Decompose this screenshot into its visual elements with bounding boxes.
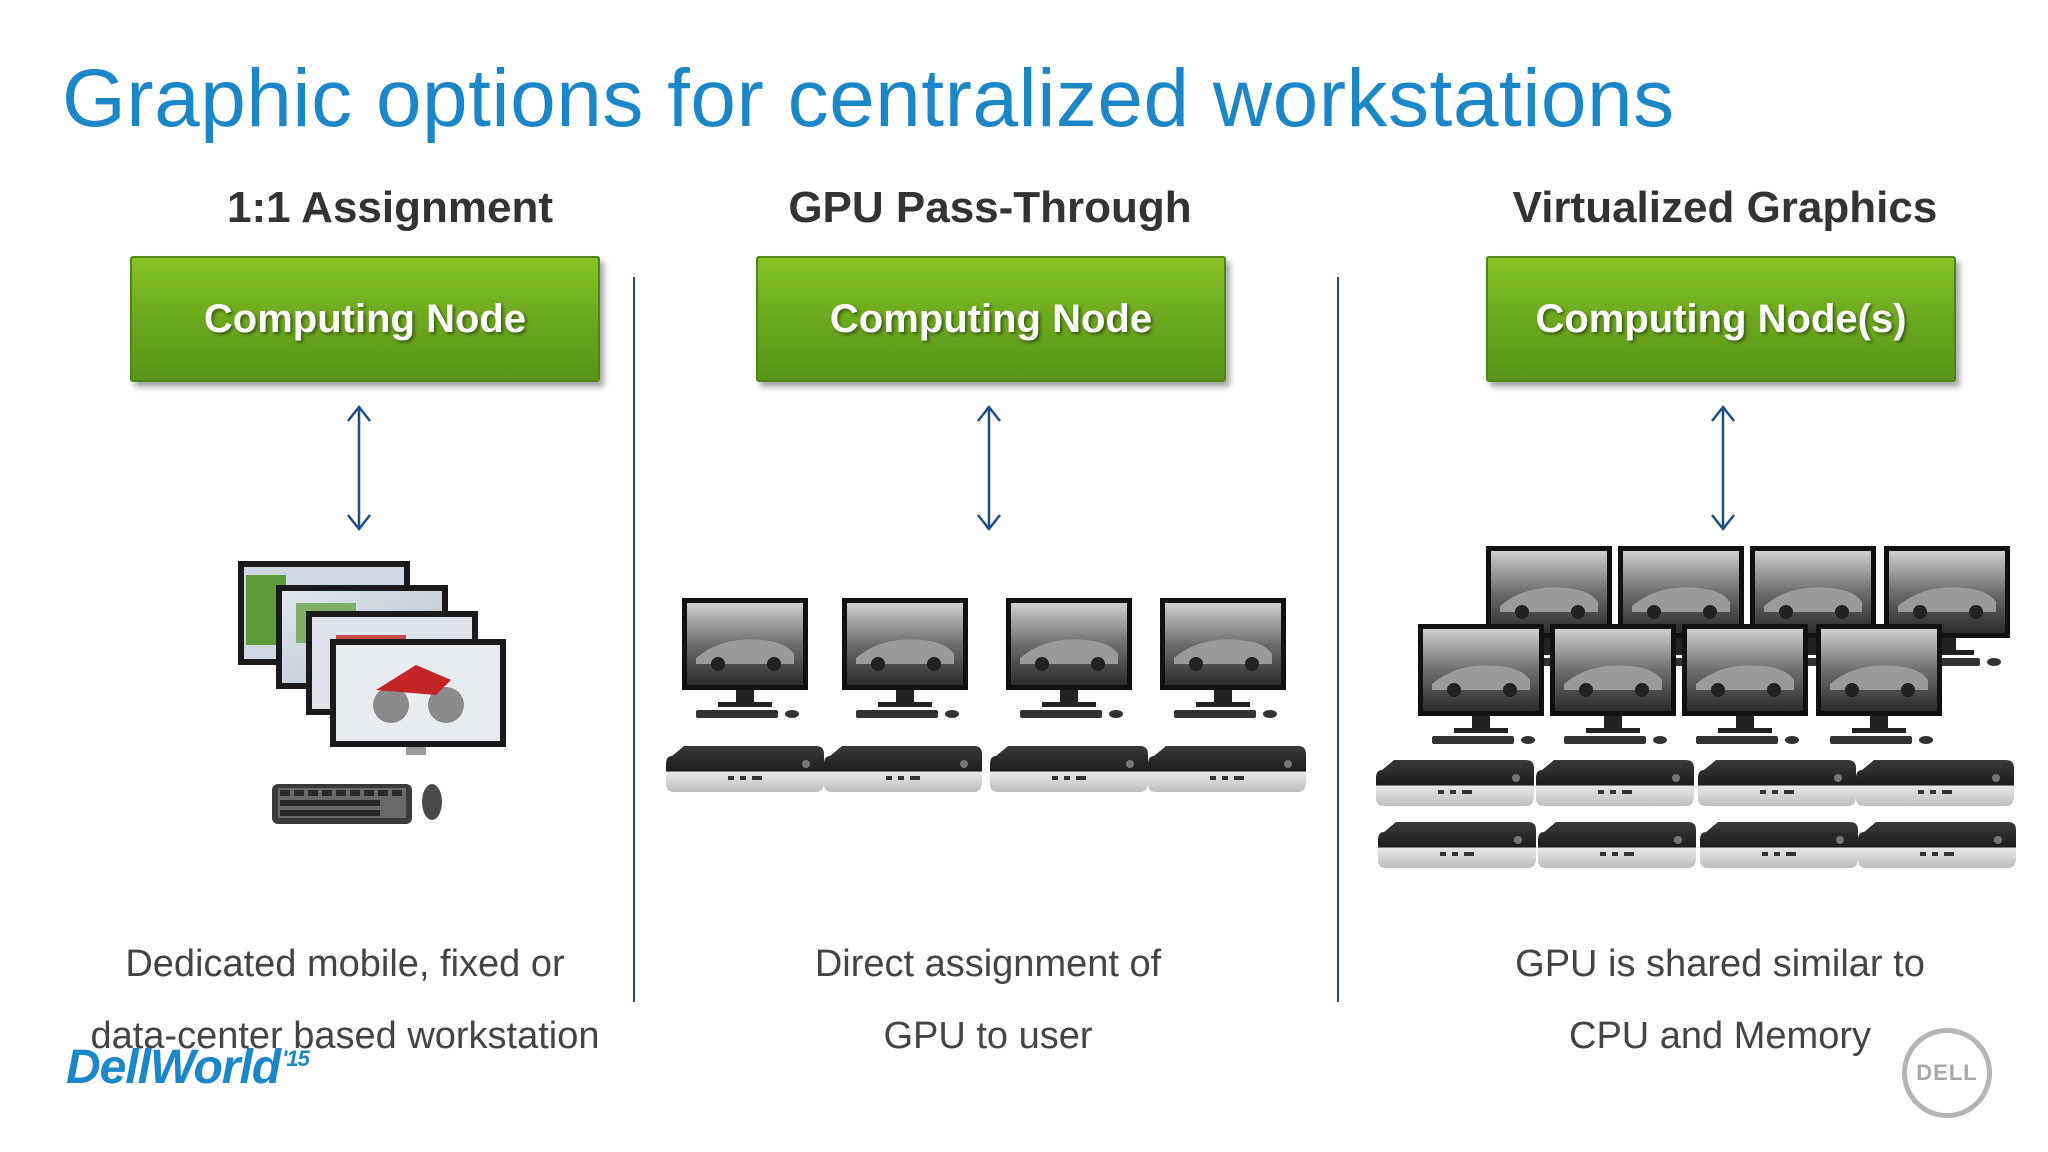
virtualized-workstations-icon (1376, 546, 2016, 868)
description-line: CPU and Memory (1569, 1015, 1871, 1057)
column-divider-2 (1337, 277, 1339, 1002)
computing-node-box-1: Computing Node (130, 256, 600, 382)
pass-through-workstations-icon (666, 598, 1306, 792)
heading-pass-through: GPU Pass-Through (788, 183, 1192, 232)
slide-title: Graphic options for centralized workstat… (62, 53, 1675, 144)
double-arrow-icon-3 (1711, 404, 1735, 532)
description-line: GPU is shared similar to (1515, 943, 1925, 985)
double-arrow-icon-1 (347, 404, 371, 532)
keyboard-mouse-icon (272, 784, 442, 824)
computing-node-box-3: Computing Node(s) (1486, 256, 1956, 382)
description-line: data-center based workstation (90, 1015, 600, 1057)
double-arrow-icon-2 (977, 404, 1001, 532)
workstation-stack-icon (238, 561, 506, 755)
dellworld-logo-year: '15 (282, 1046, 310, 1071)
dell-logo-icon: DELL (1902, 1028, 1992, 1118)
description-virtualized: GPU is shared similar to CPU and Memory (1410, 928, 2030, 1072)
dellworld-logo-text: DellWorld (66, 1041, 281, 1094)
description-assignment: Dedicated mobile, fixed or data-center b… (30, 928, 660, 1072)
heading-virtualized: Virtualized Graphics (1512, 183, 1938, 232)
column-divider-1 (633, 277, 635, 1002)
description-line: Dedicated mobile, fixed or (125, 943, 565, 985)
description-line: Direct assignment of (814, 943, 1162, 985)
computing-node-box-2: Computing Node (756, 256, 1226, 382)
description-pass-through: Direct assignment of GPU to user (700, 928, 1276, 1072)
dellworld-logo: DellWorld'15 (66, 1040, 310, 1095)
heading-assignment: 1:1 Assignment (226, 183, 553, 232)
description-line: GPU to user (883, 1015, 1093, 1057)
